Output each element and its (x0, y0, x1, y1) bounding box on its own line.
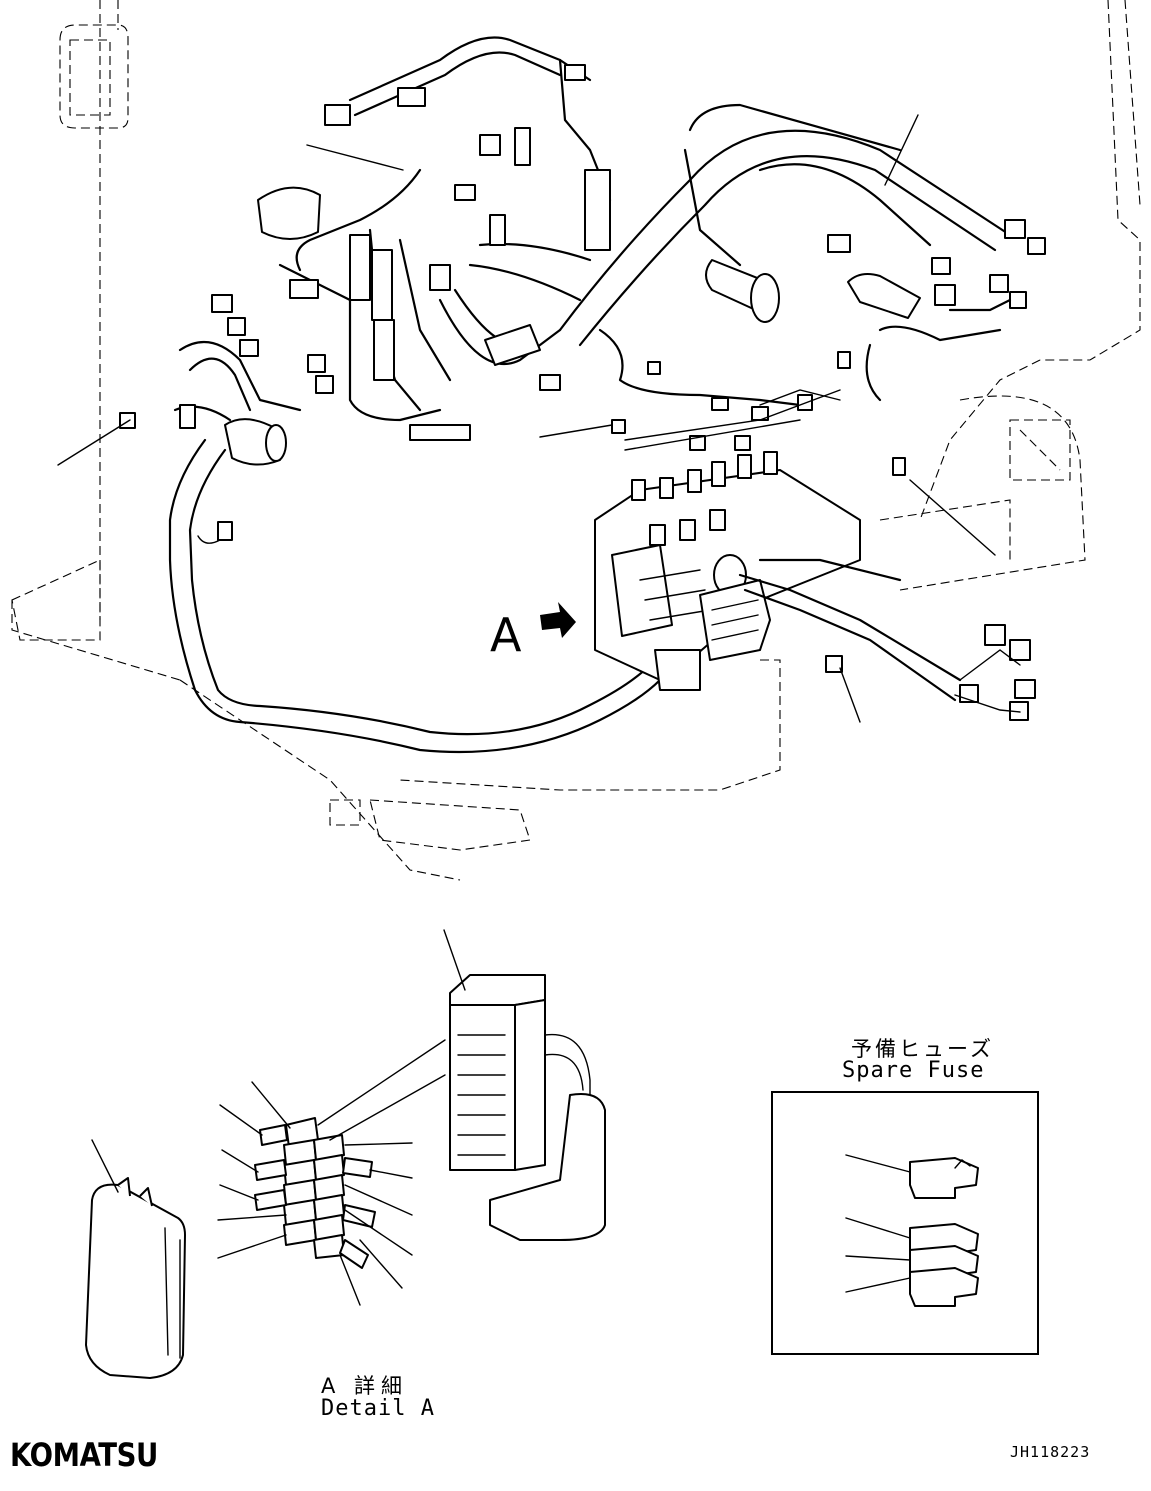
spare-fuse-icon (909, 1157, 979, 1199)
central-wires (598, 328, 841, 451)
fuse-box-cover (85, 1139, 186, 1379)
detail-a-title-en: Detail A (321, 1396, 435, 1421)
spare-fuse-icon (909, 1267, 979, 1307)
komatsu-logo: KOMATSU (10, 1436, 158, 1474)
spare-fuse-title-jp: 予備ヒューズ (851, 1037, 994, 1061)
fuse-box-assembly (594, 451, 962, 702)
detail-a-title-jp: A 詳細 (321, 1374, 409, 1398)
detail-a-fuses (254, 1117, 376, 1269)
detail-a-fuse-block (443, 929, 606, 1241)
view-a-arrow-icon (540, 602, 576, 638)
left-connector-group (119, 294, 334, 544)
main-harness-trunk (168, 103, 1012, 754)
right-dangling-connectors (825, 624, 1036, 721)
upper-left-harness (257, 36, 612, 441)
drawing-number: JH118223 (1010, 1443, 1091, 1461)
leader-lines-detail (217, 1039, 446, 1306)
leader-lines-main (57, 114, 996, 723)
spare-fuse-box (771, 1091, 1039, 1355)
right-connector-group (705, 219, 1046, 476)
view-a-label: A (490, 608, 522, 662)
spare-fuse-title-en: Spare Fuse (842, 1058, 985, 1083)
